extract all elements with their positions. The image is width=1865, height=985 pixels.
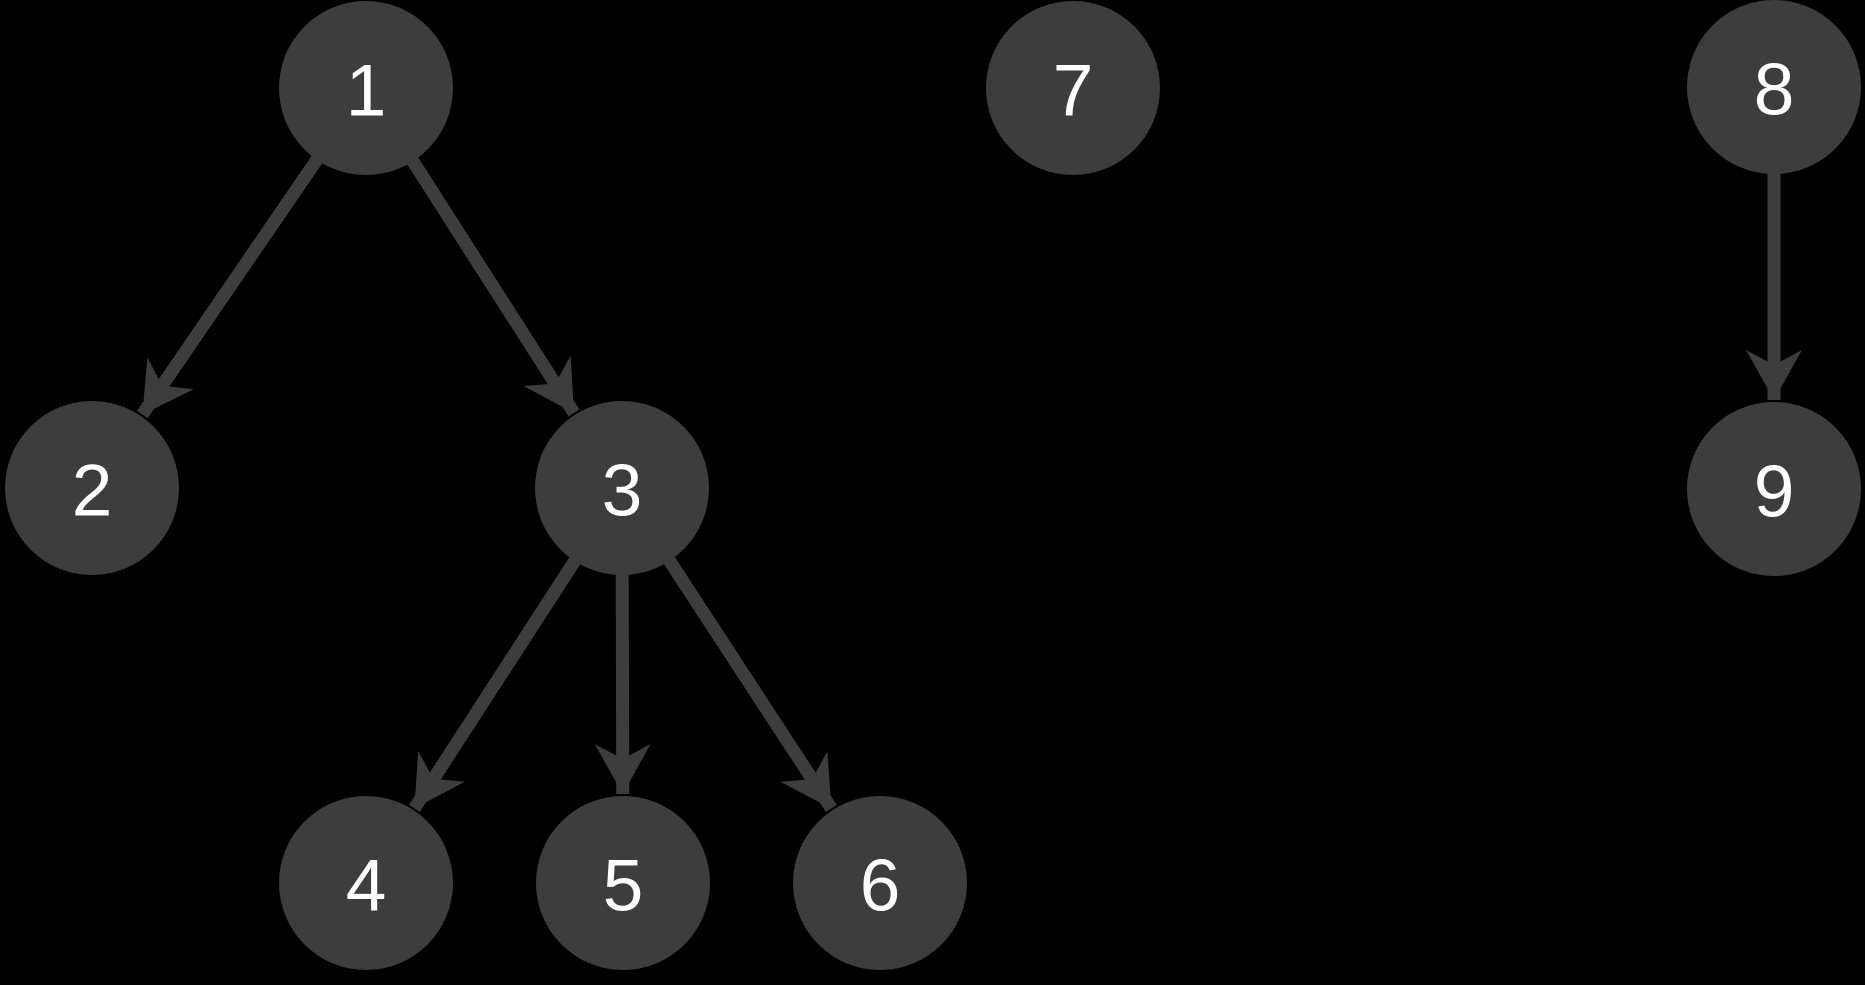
edge-layer [136,84,1802,813]
node-circle [1687,402,1861,576]
node-label: 2 [72,450,113,531]
node-circle [535,401,709,575]
node-label: 3 [602,450,643,531]
graph-node-7: 7 [986,1,1160,175]
node-circle [793,796,967,970]
graph-node-6: 6 [793,796,967,970]
node-label: 1 [346,50,387,131]
graph-node-3: 3 [535,401,709,575]
node-layer: 1 2 3 4 5 6 7 8 9 [5,0,1861,970]
node-label: 4 [346,845,387,926]
node-label: 8 [1754,49,1795,130]
node-circle [279,1,453,175]
node-circle [1687,0,1861,174]
node-label: 7 [1053,50,1094,131]
node-label: 6 [860,845,901,926]
graph-node-9: 9 [1687,402,1861,576]
graph-node-8: 8 [1687,0,1861,174]
graph-node-4: 4 [279,796,453,970]
graph-node-5: 5 [536,796,710,970]
node-circle [279,796,453,970]
node-circle [536,796,710,970]
graph-node-1: 1 [279,1,453,175]
graph-node-2: 2 [5,401,179,575]
node-label: 9 [1754,451,1795,532]
node-circle [986,1,1160,175]
node-circle [5,401,179,575]
node-label: 5 [603,845,644,926]
